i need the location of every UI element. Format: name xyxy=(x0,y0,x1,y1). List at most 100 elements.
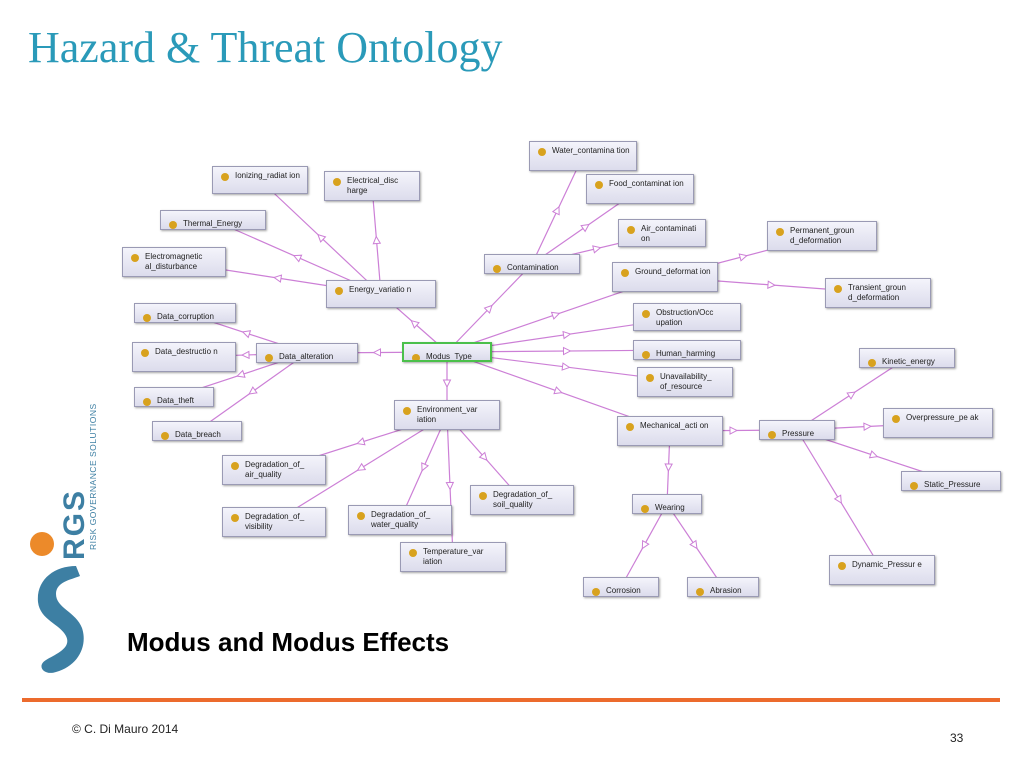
node-contamination[interactable]: Contamination xyxy=(484,254,580,274)
node-air-contamination[interactable]: Air_contaminati on xyxy=(618,219,706,247)
class-dot-icon xyxy=(333,178,341,186)
node-energy-variation[interactable]: Energy_variatio n xyxy=(326,280,436,308)
class-dot-icon xyxy=(143,314,151,322)
class-dot-icon xyxy=(642,351,650,359)
node-food-contamination[interactable]: Food_contaminat ion xyxy=(586,174,694,204)
node-deg-air[interactable]: Degradation_of_ air_quality xyxy=(222,455,326,485)
slide-title: Hazard & Threat Ontology xyxy=(28,23,503,72)
node-deg-soil[interactable]: Degradation_of_ soil_quality xyxy=(470,485,574,515)
node-human-harming[interactable]: Human_harming xyxy=(633,340,741,360)
node-label: Data_destructio n xyxy=(155,347,218,356)
class-dot-icon xyxy=(409,549,417,557)
edge-arrow-modus_type-data_alteration xyxy=(372,348,382,357)
class-dot-icon xyxy=(412,354,420,360)
node-deg-water[interactable]: Degradation_of_ water_quality xyxy=(348,505,452,535)
class-dot-icon xyxy=(161,432,169,440)
node-obstruction[interactable]: Obstruction/Occ upation xyxy=(633,303,741,331)
class-dot-icon xyxy=(141,349,149,357)
edge-arrow-data_alteration-data_corruption xyxy=(241,330,252,339)
class-dot-icon xyxy=(627,226,635,234)
node-static-pressure[interactable]: Static_Pressure xyxy=(901,471,1001,491)
class-dot-icon xyxy=(776,228,784,236)
node-label: Water_contamina tion xyxy=(552,146,630,155)
class-dot-icon xyxy=(143,398,151,406)
node-label: Air_contaminati on xyxy=(641,224,697,243)
edge-arrow-data_alteration-data_theft xyxy=(236,369,246,378)
node-label: Data_alteration xyxy=(279,352,334,361)
class-dot-icon xyxy=(335,287,343,295)
edge-arrow-pressure-overpressure xyxy=(863,422,873,432)
node-label: Permanent_groun d_deformation xyxy=(790,226,855,245)
class-dot-icon xyxy=(403,407,411,415)
node-data-corruption[interactable]: Data_corruption xyxy=(134,303,236,323)
logo-orange-dot xyxy=(30,532,54,556)
node-transient-ground[interactable]: Transient_groun d_deformation xyxy=(825,278,931,308)
class-dot-icon xyxy=(595,181,603,189)
node-label: Electrical_disc harge xyxy=(347,176,399,195)
node-label: Static_Pressure xyxy=(924,480,981,489)
node-label: Pressure xyxy=(782,429,815,438)
edge-arrow-modus_type-environment_variation xyxy=(442,379,452,389)
edge-arrow-environment_variation-deg_air xyxy=(356,437,366,446)
node-abrasion[interactable]: Abrasion xyxy=(687,577,759,597)
node-dynamic-pressure[interactable]: Dynamic_Pressur e xyxy=(829,555,935,585)
edge-arrow-wearing-abrasion xyxy=(689,539,698,550)
node-thermal[interactable]: Thermal_Energy xyxy=(160,210,266,230)
node-wearing[interactable]: Wearing xyxy=(632,494,702,514)
class-dot-icon xyxy=(169,221,177,229)
node-data-alteration[interactable]: Data_alteration xyxy=(256,343,358,363)
edge-arrow-modus_type-mechanical_action xyxy=(553,386,563,395)
node-label: Abrasion xyxy=(710,586,742,595)
class-dot-icon xyxy=(641,505,649,513)
class-dot-icon xyxy=(626,423,634,431)
edge-arrow-energy_variation-thermal xyxy=(292,254,303,263)
class-dot-icon xyxy=(868,359,876,367)
node-environment-variation[interactable]: Environment_var iation xyxy=(394,400,500,430)
node-label: Food_contaminat ion xyxy=(609,179,684,188)
edge-arrow-wearing-corrosion xyxy=(641,539,650,550)
class-dot-icon xyxy=(838,562,846,570)
node-label: Kinetic_energy xyxy=(882,357,935,366)
node-ionizing[interactable]: Ionizing_radiat ion xyxy=(212,166,308,194)
node-mechanical-action[interactable]: Mechanical_acti on xyxy=(617,416,723,446)
node-label: Wearing xyxy=(655,503,685,512)
class-dot-icon xyxy=(538,148,546,156)
edge-arrow-ground_deformation-transient_ground xyxy=(767,280,777,289)
class-dot-icon xyxy=(592,588,600,596)
node-pressure[interactable]: Pressure xyxy=(759,420,835,440)
node-electrical[interactable]: Electrical_disc harge xyxy=(324,171,420,201)
edge-arrow-environment_variation-temperature xyxy=(445,481,455,491)
node-ground-deformation[interactable]: Ground_deformat ion xyxy=(612,262,718,292)
slide-caption: Modus and Modus Effects xyxy=(127,627,450,657)
node-modus-type[interactable]: Modus_Type xyxy=(402,342,492,362)
node-unavailability[interactable]: Unavailability_ of_resource xyxy=(637,367,733,397)
edge-arrow-environment_variation-deg_soil xyxy=(478,451,488,461)
class-dot-icon xyxy=(621,269,629,277)
node-label: Corrosion xyxy=(606,586,641,595)
class-dot-icon xyxy=(131,254,139,262)
node-kinetic[interactable]: Kinetic_energy xyxy=(859,348,955,368)
node-data-destruction[interactable]: Data_destructio n xyxy=(132,342,236,372)
page-number: 33 xyxy=(950,731,964,745)
node-data-breach[interactable]: Data_breach xyxy=(152,421,242,441)
edge-arrow-pressure-static_pressure xyxy=(868,450,879,459)
node-water-contamination[interactable]: Water_contamina tion xyxy=(529,141,637,171)
node-corrosion[interactable]: Corrosion xyxy=(583,577,659,597)
node-deg-visibility[interactable]: Degradation_of_ visibility xyxy=(222,507,326,537)
class-dot-icon xyxy=(231,514,239,522)
edge-arrow-modus_type-unavailability xyxy=(561,362,571,371)
node-data-theft[interactable]: Data_theft xyxy=(134,387,214,407)
node-label: Degradation_of_ air_quality xyxy=(245,460,305,479)
node-label: Degradation_of_ soil_quality xyxy=(493,490,553,509)
node-permanent-ground[interactable]: Permanent_groun d_deformation xyxy=(767,221,877,251)
node-label: Overpressure_pe ak xyxy=(906,413,979,422)
edge-arrow-modus_type-obstruction xyxy=(562,330,572,340)
node-temperature[interactable]: Temperature_var iation xyxy=(400,542,506,572)
edge-arrow-modus_type-energy_variation xyxy=(410,319,420,329)
node-overpressure[interactable]: Overpressure_pe ak xyxy=(883,408,993,438)
class-dot-icon xyxy=(265,354,273,362)
node-electromagnetic[interactable]: Electromagnetic al_disturbance xyxy=(122,247,226,277)
edge-arrow-environment_variation-deg_visibility xyxy=(356,462,367,471)
node-label: Unavailability_ of_resource xyxy=(660,372,712,391)
class-dot-icon xyxy=(479,492,487,500)
